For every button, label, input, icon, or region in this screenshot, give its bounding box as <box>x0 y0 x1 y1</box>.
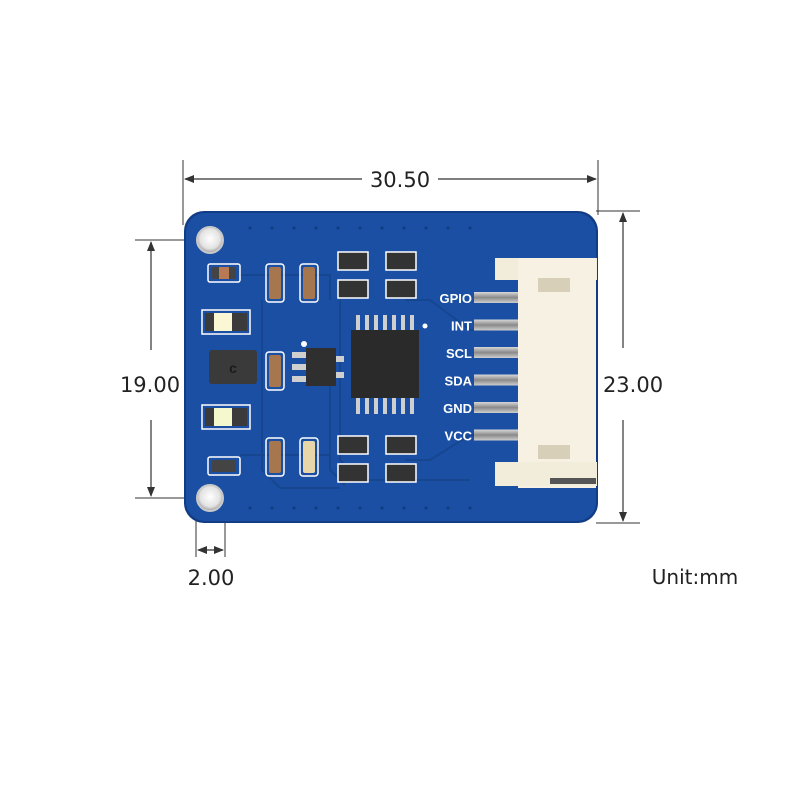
height-label: 23.00 <box>603 373 663 397</box>
pin-label-sda: SDA <box>445 374 473 389</box>
connector-pin-labels: GPIO INT SCL SDA GND VCC <box>439 291 520 444</box>
connector-pin-int <box>474 319 520 331</box>
pin-label-gnd: GND <box>443 401 472 416</box>
component-c4 <box>265 437 285 477</box>
main-ic <box>351 315 428 414</box>
component-c2 <box>299 263 319 303</box>
pin-label-int: INT <box>451 319 472 334</box>
mounting-hole-bottom <box>196 484 224 512</box>
via-row-bottom <box>248 506 472 510</box>
led-bottom <box>201 404 251 430</box>
pin-label-gpio: GPIO <box>439 291 472 306</box>
connector-pin-gpio <box>474 292 520 303</box>
component-c3 <box>265 351 285 391</box>
unit-label: Unit:mm <box>652 565 738 589</box>
pin-label-scl: SCL <box>446 346 472 361</box>
width-label: 30.50 <box>370 168 430 192</box>
via-row-top <box>248 226 472 230</box>
hole-spacing-label: 19.00 <box>120 373 180 397</box>
mounting-hole-top <box>196 226 224 254</box>
svg-text:c: c <box>229 360 237 376</box>
connector-pin-vcc <box>474 429 520 441</box>
connector-pin-scl <box>474 347 520 358</box>
component-c5 <box>299 437 319 477</box>
pin-label-vcc: VCC <box>445 429 473 444</box>
resistor-group-bottom <box>337 435 417 483</box>
connector-housing <box>495 258 597 488</box>
dim-width: 30.50 <box>182 160 599 225</box>
component-c1 <box>265 263 285 303</box>
pcb-board: c <box>184 211 598 523</box>
light-sensor-chip: c <box>209 350 257 384</box>
component-r1 <box>207 263 241 283</box>
dim-hole-spacing: 19.00 <box>120 239 200 499</box>
connector-pin-sda <box>474 374 520 386</box>
resistor-group-top <box>337 251 417 299</box>
hole-diameter-label: 2.00 <box>188 566 235 590</box>
regulator-chip <box>292 341 344 386</box>
dim-height: 23.00 <box>596 210 663 524</box>
connector-pin-gnd <box>474 402 520 413</box>
component-r2 <box>207 456 241 476</box>
led-top <box>201 309 251 335</box>
